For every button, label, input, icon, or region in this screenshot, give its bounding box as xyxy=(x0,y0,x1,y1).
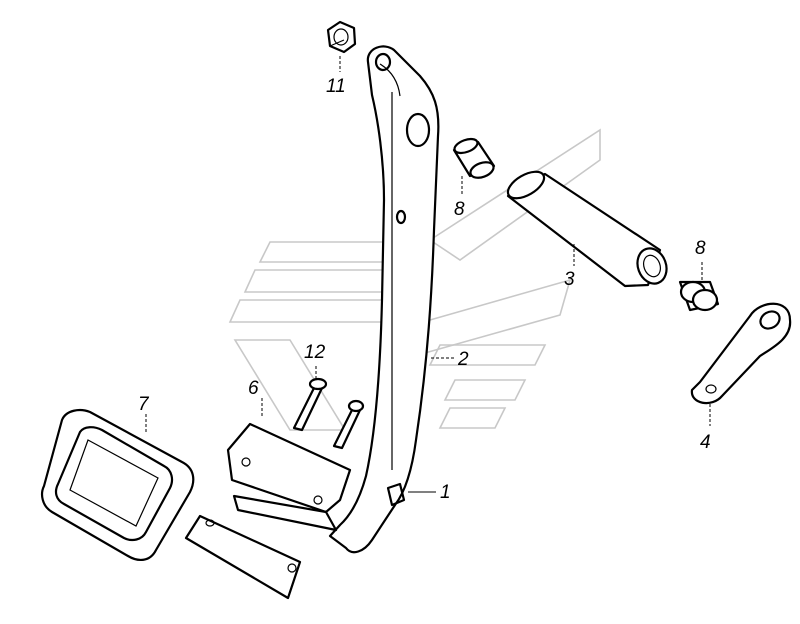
part-4-lever-arm xyxy=(690,302,792,405)
part-3-shaft xyxy=(506,170,668,288)
callout-2: 2 xyxy=(457,349,469,370)
callout-11: 11 xyxy=(326,76,346,97)
callout-1: 1 xyxy=(440,482,451,503)
callout-8-lower: 8 xyxy=(695,238,706,259)
part-8-bushing-upper xyxy=(452,137,496,179)
callout-4: 4 xyxy=(700,432,711,453)
callout-8-upper: 8 xyxy=(454,199,465,220)
leader-lines xyxy=(145,56,711,493)
part-7-pedal-rubber xyxy=(41,409,195,562)
pedal-plate-lower xyxy=(184,514,302,600)
part-8-bushing-lower xyxy=(678,280,720,312)
part-1-pedal-lever xyxy=(328,45,440,554)
part-6-pedal-bracket xyxy=(226,422,352,532)
callout-6: 6 xyxy=(248,378,259,399)
callout-3: 3 xyxy=(564,269,575,290)
callout-12: 12 xyxy=(304,342,326,363)
callout-labels: 1 2 3 4 6 7 8 8 11 12 xyxy=(138,76,711,503)
callout-7: 7 xyxy=(138,394,150,415)
part-11-nut xyxy=(326,20,357,54)
part-12-pins xyxy=(292,377,365,450)
